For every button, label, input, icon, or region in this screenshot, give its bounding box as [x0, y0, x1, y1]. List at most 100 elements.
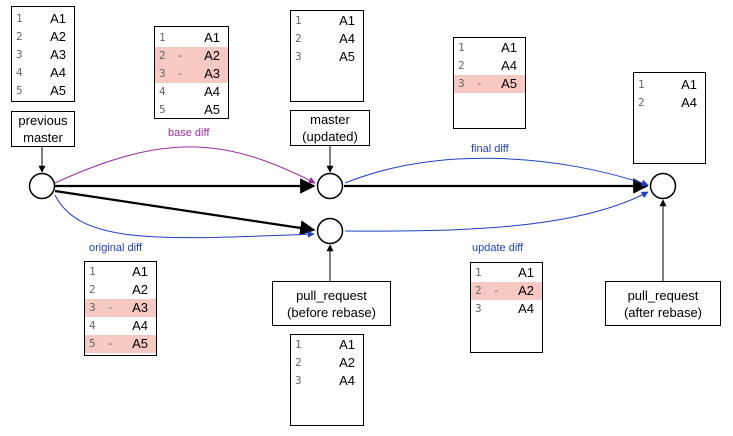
removed-marker: - — [107, 337, 114, 350]
line-number: 5 — [16, 84, 23, 97]
line-number: 5 — [159, 103, 166, 116]
diff-line: 5- A5 — [85, 335, 156, 353]
line-number: 3 — [458, 77, 465, 90]
line-number: 1 — [295, 14, 302, 27]
line-content: A2 — [50, 29, 66, 44]
line-content: A4 — [501, 58, 517, 73]
line-content: A4 — [339, 373, 355, 388]
label-previous-master-line2: master — [23, 130, 63, 145]
line-content: A5 — [50, 83, 66, 98]
diff-line: 2 A2 — [85, 281, 156, 299]
removed-marker: - — [107, 301, 114, 314]
label-master-updated-line2: (updated) — [302, 129, 358, 144]
diff-line: 4 A4 — [155, 83, 228, 101]
diff-line: 2 A4 — [291, 30, 363, 48]
label-pr-after-line2: (after rebase) — [623, 304, 703, 320]
edge-update-diff — [344, 191, 649, 232]
diff-line: 3 A3 — [12, 46, 74, 64]
label-base-diff: base diff — [168, 127, 210, 139]
label-previous-master-line1: previous — [18, 113, 68, 128]
line-content: A5 — [339, 49, 355, 64]
diff-line: 5 A5 — [12, 82, 74, 100]
line-number: 2 — [638, 96, 645, 109]
removed-marker: - — [177, 49, 184, 62]
diff-line: 1 A1 — [471, 264, 542, 282]
line-content: A3 — [50, 47, 66, 62]
line-content: A1 — [50, 11, 66, 26]
line-content: A2 — [339, 355, 355, 370]
line-content: A2 — [132, 282, 148, 297]
diff-line: 1 A1 — [454, 39, 525, 57]
line-content: A4 — [339, 31, 355, 46]
line-number: 2 — [295, 32, 302, 45]
diff-line: 2-A2 — [155, 47, 228, 65]
line-number: 1 — [458, 41, 465, 54]
line-number: 1 — [159, 31, 166, 44]
line-content: A5 — [501, 76, 517, 91]
line-number: 2 — [89, 283, 96, 296]
diff-line: 1 A1 — [85, 263, 156, 281]
line-number: 2 — [458, 59, 465, 72]
line-content: A4 — [132, 318, 148, 333]
line-number: 4 — [159, 85, 166, 98]
removed-marker: - — [493, 284, 500, 297]
line-number: 1 — [475, 266, 482, 279]
line-number: 2 — [295, 356, 302, 369]
node-master-updated — [316, 172, 344, 200]
line-number: 3 — [89, 301, 96, 314]
label-pr-before-line1: pull_request — [296, 287, 367, 303]
diff-line: 3- A3 — [85, 299, 156, 317]
removed-marker: - — [177, 67, 184, 80]
diff-line: 5 A5 — [155, 101, 228, 119]
line-content: A3 — [132, 300, 148, 315]
line-content: A1 — [339, 13, 355, 28]
line-number: 4 — [16, 66, 23, 79]
label-pr-before: pull_request (before rebase) — [272, 281, 391, 326]
label-previous-master: previous master — [11, 111, 75, 147]
label-pr-after: pull_request (after rebase) — [605, 281, 721, 326]
edge-base-diff — [54, 146, 316, 184]
line-content: A5 — [132, 336, 148, 351]
node-pr-after — [649, 172, 677, 200]
line-content: A1 — [501, 40, 517, 55]
line-content: A4 — [518, 301, 534, 316]
line-content: A1 — [518, 265, 534, 280]
line-number: 2 — [159, 49, 166, 62]
edge-prev-to-pr — [54, 189, 316, 236]
node-pr-before — [316, 217, 344, 245]
line-content: A4 — [204, 84, 220, 99]
line-content: A4 — [681, 95, 697, 110]
line-number: 1 — [89, 265, 96, 278]
diff-line: 1 A1 — [155, 29, 228, 47]
node-previous-master — [28, 172, 56, 200]
line-content: A3 — [204, 66, 220, 81]
line-number: 1 — [638, 78, 645, 91]
line-content: A1 — [132, 264, 148, 279]
line-content: A1 — [204, 30, 220, 45]
line-content: A5 — [204, 102, 220, 117]
line-content: A1 — [339, 337, 355, 352]
line-number: 3 — [16, 48, 23, 61]
line-number: 1 — [295, 338, 302, 351]
line-number: 3 — [475, 302, 482, 315]
diff-line: 3 A4 — [471, 300, 542, 318]
line-number: 5 — [89, 337, 96, 350]
line-number: 3 — [159, 67, 166, 80]
diff-line: 2 A2 — [291, 354, 363, 372]
label-final-diff: final diff — [471, 143, 509, 155]
line-number: 3 — [295, 50, 302, 63]
line-number: 2 — [475, 284, 482, 297]
diff-line: 3 A5 — [291, 48, 363, 66]
